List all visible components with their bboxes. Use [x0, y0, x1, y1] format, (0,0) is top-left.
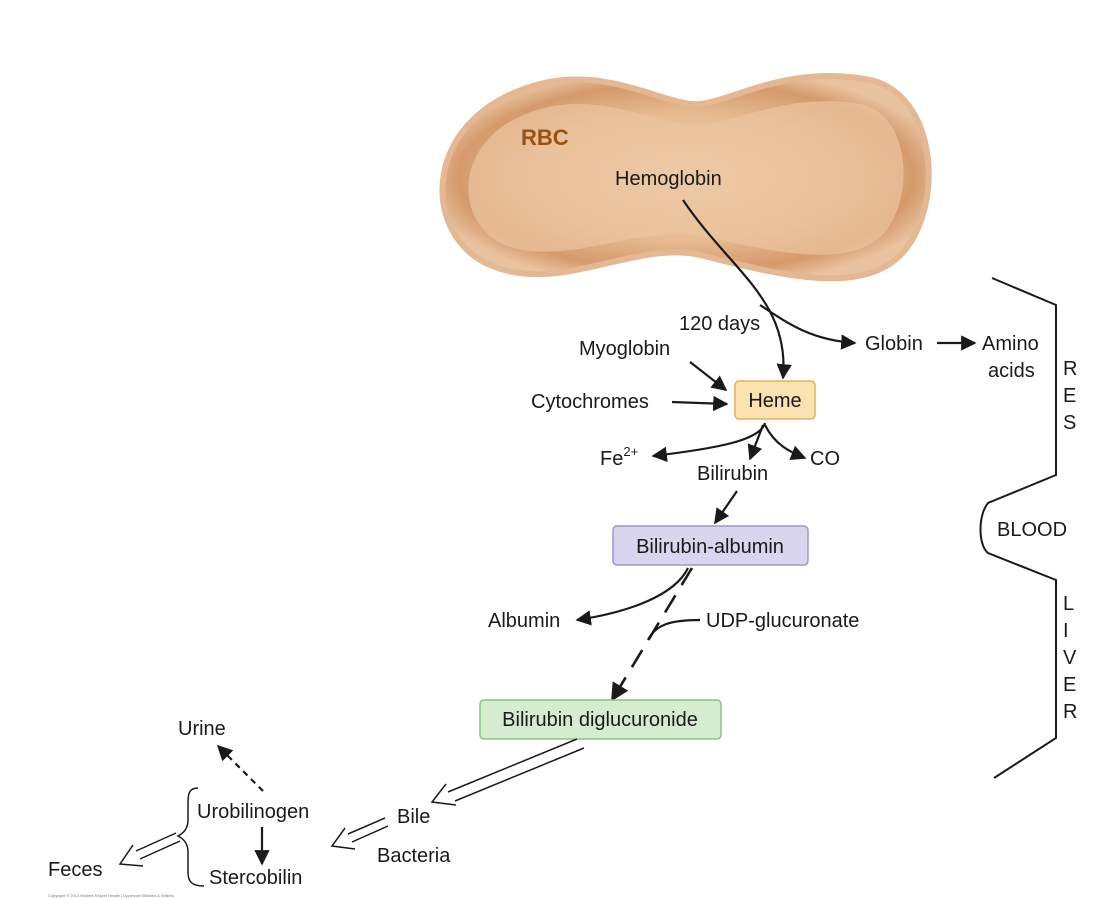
myoglobin-to-heme-arrow — [689, 361, 728, 391]
liver-letter-i: I — [1063, 620, 1069, 642]
to-feces-hollow-arrow — [118, 832, 181, 867]
bacteria-label: Bacteria — [377, 845, 451, 867]
hemoglobin-to-heme-arrow — [682, 199, 792, 380]
myoglobin-label: Myoglobin — [579, 338, 670, 360]
urine-label: Urine — [178, 718, 226, 740]
globin-label: Globin — [865, 333, 923, 355]
bilirubin-to-albumin-complex-arrow — [714, 490, 738, 525]
rbc-inner-shape — [468, 101, 904, 255]
bilirubin-diglucuronide-box — [479, 699, 722, 740]
stercobilin-label: Stercobilin — [209, 867, 302, 889]
udp-glucuronate-label: UDP-glucuronate — [706, 610, 859, 632]
bile-label: Bile — [397, 806, 430, 828]
urobilinogen-label: Urobilinogen — [197, 801, 309, 823]
fe-label: Fe2+ — [600, 444, 638, 470]
heme-box — [734, 380, 816, 420]
liver-letter-e: E — [1063, 674, 1076, 696]
bilirubin-diglucuronide-label: Bilirubin diglucuronide — [502, 709, 698, 731]
bilirubin-albumin-label: Bilirubin-albumin — [636, 536, 784, 558]
fe-text: Fe — [600, 448, 623, 470]
bile-to-urobilinogen-hollow-arrow — [330, 817, 389, 850]
diglucuronide-to-bile-hollow-arrow — [430, 738, 585, 806]
hemoglobin-label: Hemoglobin — [615, 168, 722, 190]
res-letter-s: S — [1063, 412, 1076, 434]
heme-to-bilirubin-arrow — [747, 424, 765, 461]
urobilinogen-to-urine-dashed-arrow — [216, 744, 264, 792]
feces-label: Feces — [48, 859, 102, 881]
days-label: 120 days — [679, 313, 760, 335]
res-letter-r: R — [1063, 358, 1077, 380]
hemoglobin-to-globin-arrow — [759, 304, 857, 350]
liver-letter-l: L — [1063, 593, 1074, 615]
bilirubin-albumin-box — [612, 525, 809, 566]
heme-label: Heme — [748, 390, 801, 412]
to-albumin-arrow — [575, 567, 689, 626]
region-bracket — [979, 277, 1057, 779]
copyright-text: Copyright © 2013 Wolters Kluwer Health |… — [48, 893, 174, 898]
res-letter-e: E — [1063, 385, 1076, 407]
blood-label: BLOOD — [997, 519, 1067, 541]
liver-letter-r: R — [1063, 701, 1077, 723]
udp-glucuronate-arrow — [647, 618, 701, 641]
urobilinogen-brace — [176, 787, 205, 887]
co-label: CO — [810, 448, 840, 470]
bilirubin-label: Bilirubin — [697, 463, 768, 485]
amino-label-line2: acids — [988, 360, 1035, 382]
cytochromes-to-heme-arrow — [671, 395, 729, 412]
heme-to-co-arrow — [764, 424, 807, 461]
liver-letter-v: V — [1063, 647, 1077, 669]
heme-to-fe-arrow — [651, 422, 767, 463]
cytochromes-label: Cytochromes — [531, 391, 649, 413]
amino-label-line1: Amino — [982, 333, 1039, 355]
albumin-label: Albumin — [488, 610, 560, 632]
rbc-title: RBC — [521, 125, 569, 150]
fe-superscript: 2+ — [623, 444, 638, 459]
